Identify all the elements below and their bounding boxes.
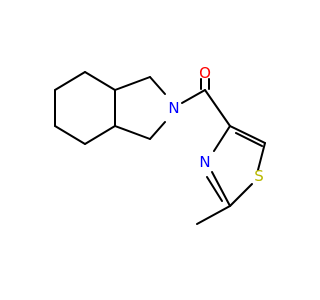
bond-pyrrolidine-4 — [114, 125, 151, 140]
bond-cyclohexane-1 — [84, 71, 116, 91]
bond-pyrrolidine-3 — [149, 121, 166, 140]
bond-n-carbonyl — [181, 89, 206, 104]
bond-cyclohexane-4 — [54, 125, 86, 145]
bond-methyl — [196, 205, 231, 225]
thiazole-nitrogen-label: N — [199, 153, 210, 171]
molecule-structure-diagram: N O N S — [54, 64, 266, 225]
bond-thiazole-s-c2 — [229, 183, 253, 207]
bond-carbonyl-thiazole — [204, 89, 231, 127]
amide-nitrogen-label: N — [168, 99, 179, 117]
atom-labels: N O N S — [168, 64, 263, 185]
thiazole-sulfur-label: S — [254, 167, 264, 185]
bond-cyclohexane-6 — [54, 71, 86, 91]
bond-pyrrolidine-2 — [149, 76, 166, 95]
bond-thiazole-c5-s — [257, 142, 266, 171]
bond-thiazole-c4-c5-inner — [235, 132, 263, 147]
bonds — [54, 71, 266, 225]
bond-thiazole-c2-n3-inner — [206, 176, 223, 202]
bond-thiazole-n3-c4 — [213, 125, 231, 152]
bond-thiazole-c4-c5 — [229, 125, 266, 144]
carbonyl-oxygen-label: O — [199, 64, 211, 82]
bond-thiazole-c2-n3 — [211, 171, 231, 207]
bond-cyclohexane-3 — [84, 125, 116, 145]
bond-pyrrolidine-1 — [114, 76, 151, 91]
